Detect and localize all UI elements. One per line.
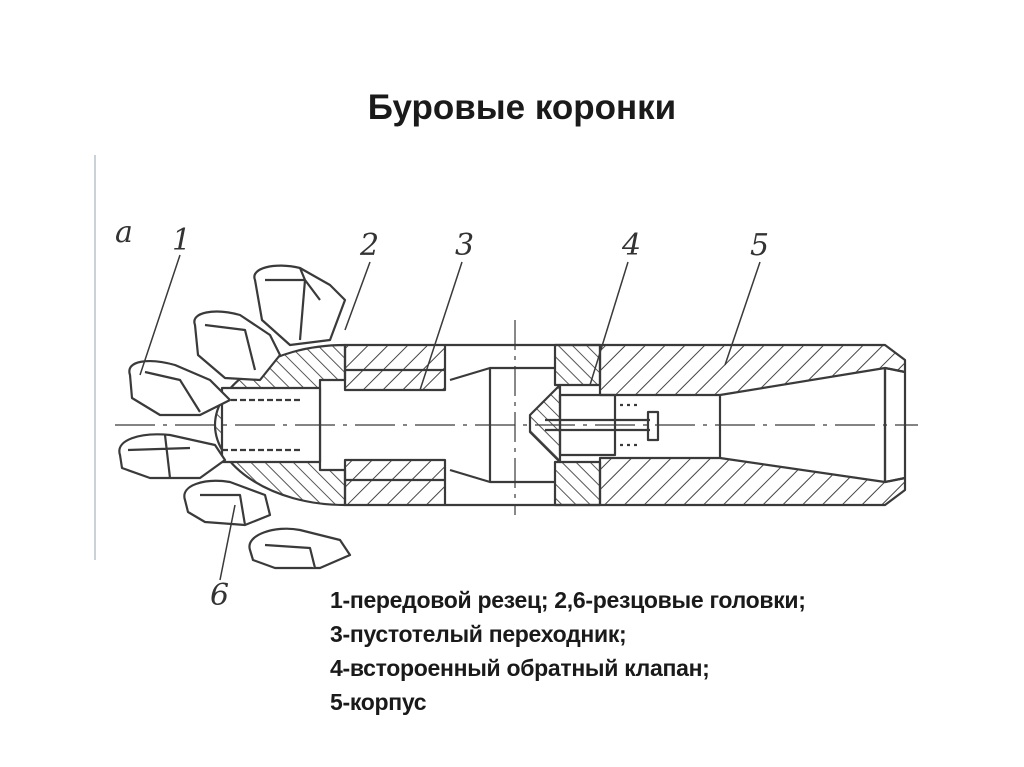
- label-5: 5: [750, 228, 769, 263]
- legend-item: 3-пустотелый переходник;: [330, 621, 627, 647]
- figure-letter: а: [115, 215, 133, 250]
- cutter-teeth: [118, 264, 352, 570]
- valve-cone: [528, 383, 562, 464]
- body-top-wall: [598, 343, 907, 397]
- label-3: 3: [455, 228, 474, 263]
- slide-title: Буровые коронки: [367, 88, 677, 127]
- label-1: 1: [172, 223, 191, 258]
- adapter-bottom: [343, 458, 447, 507]
- label-2: 2: [359, 228, 379, 263]
- valve-seat-bottom: [553, 460, 602, 507]
- valve-seat-top: [553, 343, 602, 387]
- legend-item: 4-встороенный обратный клапан;: [330, 655, 710, 681]
- legend-item: 5-корпус: [330, 689, 427, 715]
- label-4: 4: [621, 228, 641, 263]
- adapter-top: [343, 343, 447, 392]
- label-6: 6: [210, 578, 229, 613]
- legend-item: 1-передовой резец; 2,6-резцовые головки;: [330, 587, 806, 613]
- legend: 1-передовой резец; 2,6-резцовые головки;…: [330, 583, 806, 719]
- body-bottom-wall: [598, 456, 907, 507]
